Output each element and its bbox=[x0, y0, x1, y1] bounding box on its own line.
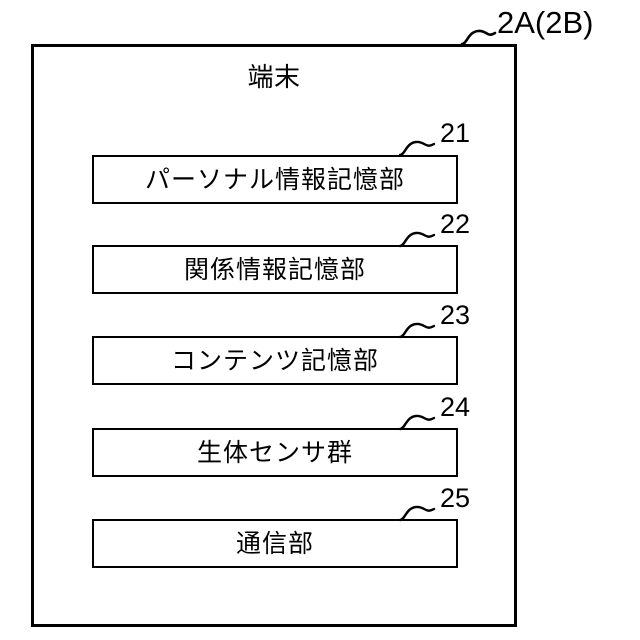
component-box-24: 生体センサ群 bbox=[92, 428, 458, 477]
component-box-25: 通信部 bbox=[92, 519, 458, 568]
reference-numeral-2a-2b: 2A(2B) bbox=[497, 5, 594, 40]
component-label-21: パーソナル情報記憶部 bbox=[144, 165, 405, 194]
leader-line-2a-2b bbox=[460, 29, 497, 46]
component-box-22: 関係情報記憶部 bbox=[92, 245, 458, 294]
component-label-25: 通信部 bbox=[235, 529, 314, 558]
component-box-23: コンテンツ記憶部 bbox=[92, 336, 458, 385]
reference-numeral-21: 21 bbox=[440, 118, 471, 148]
component-label-22: 関係情報記憶部 bbox=[183, 255, 366, 284]
component-label-24: 生体センサ群 bbox=[196, 438, 353, 467]
reference-numeral-22: 22 bbox=[440, 209, 471, 239]
reference-numeral-23: 23 bbox=[440, 300, 471, 330]
component-box-21: パーソナル情報記憶部 bbox=[92, 155, 458, 204]
reference-numeral-25: 25 bbox=[440, 483, 471, 513]
terminal-title: 端末 bbox=[247, 62, 301, 92]
reference-numeral-24: 24 bbox=[440, 392, 471, 422]
component-label-23: コンテンツ記憶部 bbox=[170, 346, 379, 375]
